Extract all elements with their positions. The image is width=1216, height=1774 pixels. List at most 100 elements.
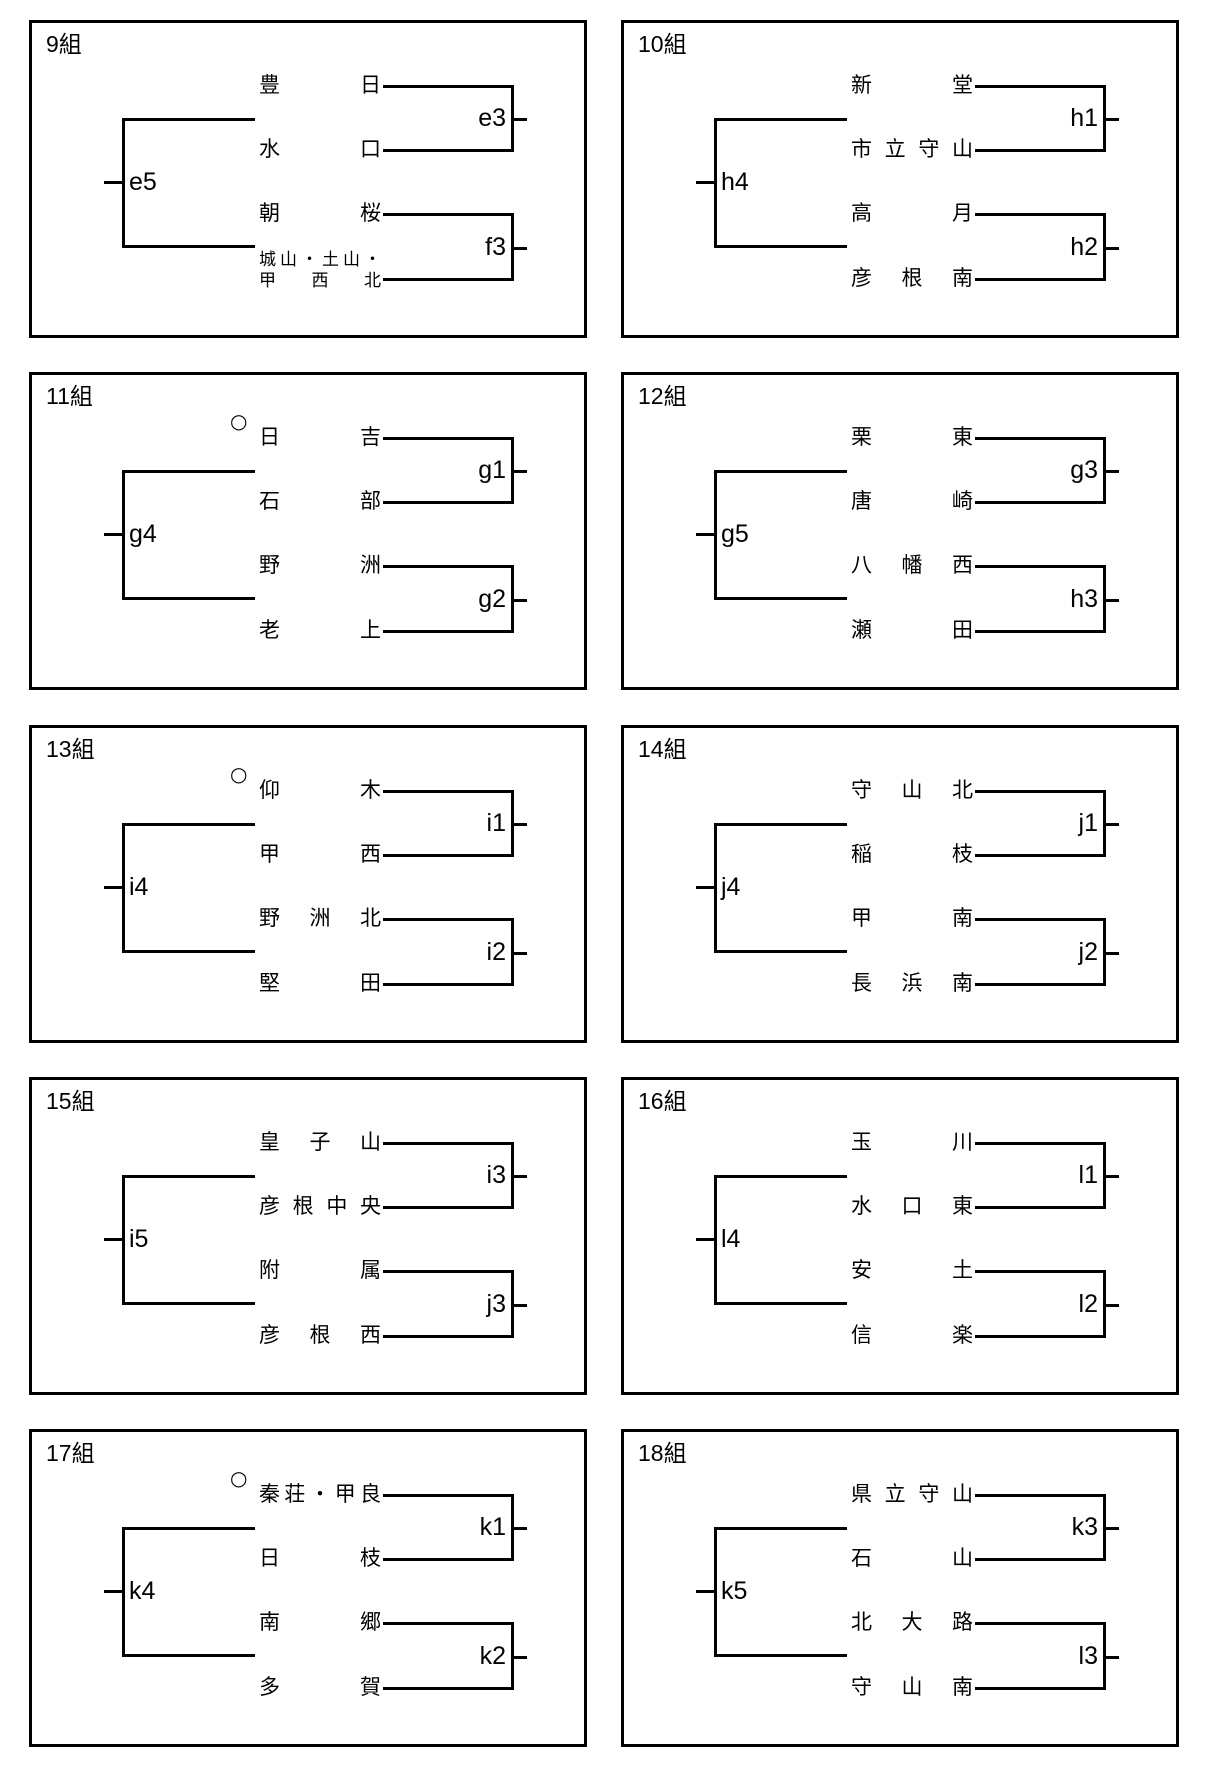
bracket-line	[383, 501, 513, 504]
match-label: h4	[721, 168, 749, 196]
team-name-line: 老上	[259, 618, 381, 642]
bracket-line	[383, 278, 513, 281]
match-label: g1	[478, 456, 506, 484]
bracket-line	[975, 501, 1105, 504]
bracket-line	[511, 599, 527, 602]
team-name: 栗東	[851, 426, 973, 448]
bracket-line	[714, 118, 847, 121]
bracket-line	[1103, 599, 1119, 602]
team-name-line: 日枝	[259, 1546, 381, 1570]
team-name: 唐崎	[851, 490, 973, 512]
bracket-line	[122, 1302, 255, 1305]
match-label: j3	[486, 1290, 506, 1318]
team-name: 附属	[259, 1259, 381, 1281]
match-label: i5	[129, 1225, 149, 1253]
bracket-line	[383, 437, 513, 440]
team-name: 老上	[259, 619, 381, 641]
bracket-line	[975, 918, 1105, 921]
team-name-line: 水口東	[851, 1194, 973, 1218]
bracket-line	[1103, 1656, 1119, 1659]
team-name: 皇子山	[259, 1131, 381, 1153]
bracket-line	[104, 533, 124, 536]
bracket-line	[122, 118, 255, 121]
match-label: h3	[1070, 585, 1098, 613]
group-title: 15組	[46, 1088, 95, 1114]
seed-mark: ○	[230, 762, 248, 786]
match-label: g4	[129, 520, 157, 548]
bracket-line	[696, 1590, 716, 1593]
team-name-line: 守山北	[851, 778, 973, 802]
bracket-line	[1103, 823, 1119, 826]
match-label: i3	[486, 1161, 506, 1189]
team-name-line: 秦荘・甲良	[259, 1482, 381, 1506]
team-name: 長浜南	[851, 972, 973, 994]
bracket-line	[975, 1494, 1105, 1497]
bracket-line	[714, 245, 847, 248]
team-name: 日吉	[259, 426, 381, 448]
bracket-line	[122, 245, 255, 248]
team-name: 稲枝	[851, 843, 973, 865]
bracket-line	[383, 983, 513, 986]
bracket-line	[714, 950, 847, 953]
bracket-line	[714, 823, 847, 826]
match-label: e3	[478, 104, 506, 132]
match-label: h2	[1070, 233, 1098, 261]
team-name-line: 堅田	[259, 971, 381, 995]
team-name-line: 市立守山	[851, 137, 973, 161]
match-label: k4	[129, 1577, 156, 1605]
team-name-line: 甲西	[259, 842, 381, 866]
team-name: 朝桜	[259, 202, 381, 224]
team-name: 守山北	[851, 779, 973, 801]
match-label: h1	[1070, 104, 1098, 132]
bracket-line	[1103, 470, 1119, 473]
team-name: 彦根西	[259, 1324, 381, 1346]
bracket-line	[383, 1142, 513, 1145]
bracket-line	[383, 1335, 513, 1338]
bracket-line	[975, 630, 1105, 633]
team-name: 市立守山	[851, 138, 973, 160]
bracket-line	[104, 1238, 124, 1241]
bracket-line	[975, 565, 1105, 568]
team-name-line: 石山	[851, 1546, 973, 1570]
team-name-line: 玉川	[851, 1130, 973, 1154]
bracket-line	[975, 149, 1105, 152]
match-label: g5	[721, 520, 749, 548]
bracket-line	[122, 1654, 255, 1657]
group-title: 12組	[638, 383, 687, 409]
group-title: 16組	[638, 1088, 687, 1114]
bracket-line	[975, 85, 1105, 88]
bracket-line	[511, 1656, 527, 1659]
team-name-line: 甲南	[851, 906, 973, 930]
bracket-line	[975, 983, 1105, 986]
bracket-line	[975, 1687, 1105, 1690]
match-label: k3	[1071, 1513, 1098, 1541]
match-label: i2	[486, 938, 506, 966]
bracket-line	[383, 149, 513, 152]
bracket-line	[511, 952, 527, 955]
team-name-line: 安土	[851, 1258, 973, 1282]
team-name: 秦荘・甲良	[259, 1483, 381, 1505]
team-name-line: 野洲	[259, 553, 381, 577]
team-name: 石部	[259, 490, 381, 512]
bracket-line	[383, 1270, 513, 1273]
bracket-line	[975, 854, 1105, 857]
match-label: k1	[479, 1513, 506, 1541]
match-label: i4	[129, 873, 149, 901]
bracket-line	[383, 1687, 513, 1690]
bracket-line	[1103, 1175, 1119, 1178]
bracket-line	[975, 1142, 1105, 1145]
team-name: 日枝	[259, 1547, 381, 1569]
team-name-line: 県立守山	[851, 1482, 973, 1506]
bracket-line	[383, 565, 513, 568]
team-name-line: 高月	[851, 201, 973, 225]
bracket-line	[383, 213, 513, 216]
group-title: 11組	[46, 383, 93, 409]
match-label: j1	[1078, 809, 1098, 837]
team-name-line: 彦根西	[259, 1323, 381, 1347]
